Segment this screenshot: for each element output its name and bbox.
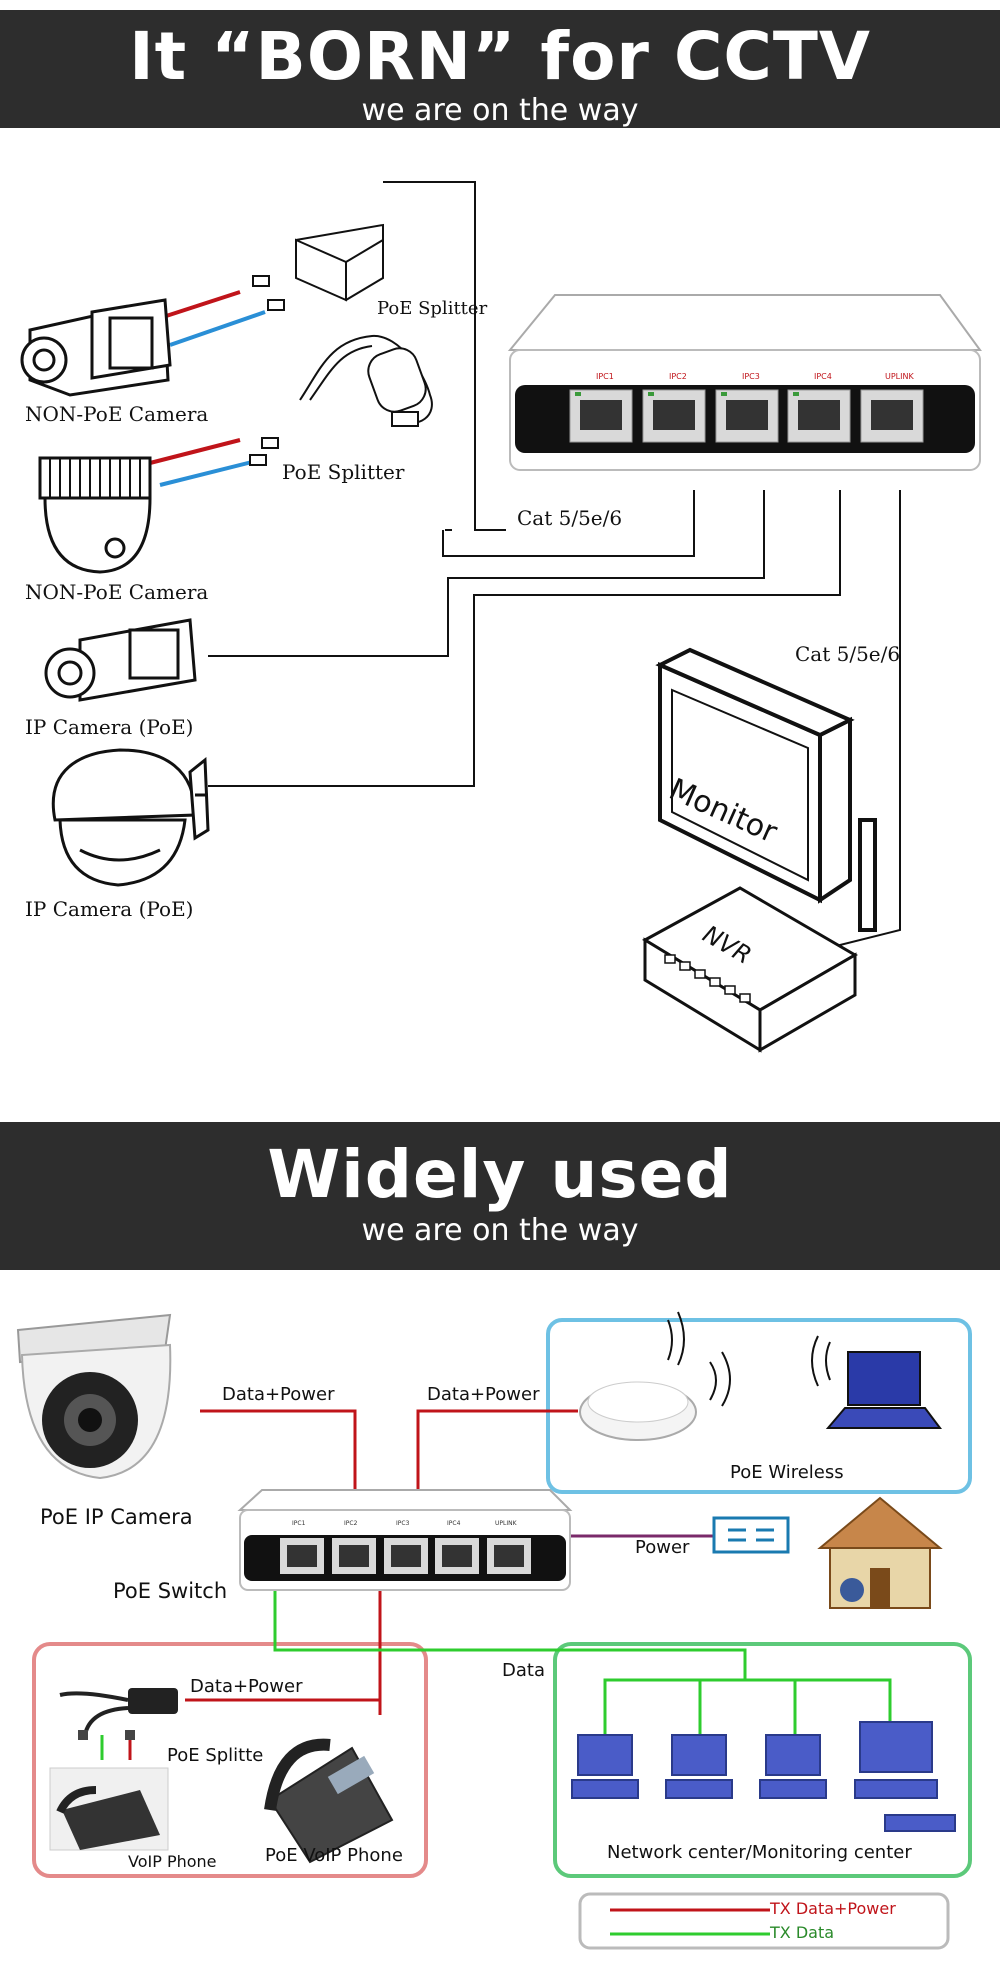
house-device	[817, 1496, 943, 1609]
poe-wireless-label: PoE Wireless	[730, 1462, 844, 1483]
switch-port-labels-bottom: IPC1 IPC2 IPC3 IPC4 UPLINK	[280, 1520, 540, 1532]
poe-switch-top-device	[507, 294, 982, 471]
cable-label-2: Cat 5/5e/6	[795, 642, 901, 666]
port-label: IPC4	[447, 1520, 461, 1527]
ip-camera-2-device	[51, 748, 210, 887]
voip-splitter-device	[59, 1688, 178, 1740]
legend-box	[578, 1892, 950, 1950]
port-label: IPC1	[292, 1520, 306, 1527]
poe-voip-phone-label: PoE VoIP Phone	[265, 1845, 403, 1866]
ip-camera-label-2: IP Camera (PoE)	[25, 897, 194, 921]
power-adapter-icon	[712, 1516, 790, 1554]
non-poe-camera-2-device	[38, 456, 152, 574]
ip-camera-label-1: IP Camera (PoE)	[25, 715, 194, 739]
access-point-device	[579, 1311, 731, 1441]
monitor-device	[655, 647, 877, 932]
network-box	[553, 1642, 972, 1878]
port-label: IPC4	[814, 372, 832, 381]
data-power-label-3: Data+Power	[190, 1676, 303, 1697]
port-label: UPLINK	[885, 372, 914, 381]
port-label: UPLINK	[495, 1520, 517, 1527]
banner-title: It “BORN” for CCTV	[129, 18, 871, 95]
cable-label-1: Cat 5/5e/6	[517, 506, 623, 530]
nvr-device	[642, 886, 858, 1053]
legend-red-label: TX Data+Power	[770, 1899, 896, 1918]
non-poe-camera-1-device	[20, 298, 172, 397]
poe-splitter-1-device	[252, 223, 384, 311]
port-label: IPC3	[742, 372, 760, 381]
data-power-label-2: Data+Power	[427, 1384, 540, 1405]
non-poe-camera-label-1: NON-PoE Camera	[25, 402, 209, 426]
port-label: IPC2	[344, 1520, 358, 1527]
poe-ip-camera-device	[16, 1313, 172, 1480]
voip-phone-device	[49, 1767, 169, 1851]
computer-devices	[571, 1721, 956, 1832]
switch-port-labels-top: IPC1 IPC2 IPC3 IPC4 UPLINK	[570, 372, 930, 386]
port-label: IPC2	[669, 372, 687, 381]
poe-splitter-2-device	[249, 334, 433, 466]
bottom-banner: Widely used we are on the way	[0, 1122, 1000, 1270]
non-poe-camera-label-2: NON-PoE Camera	[25, 580, 209, 604]
network-center-label: Network center/Monitoring center	[607, 1842, 912, 1863]
banner2-subtitle: we are on the way	[361, 1213, 639, 1248]
legend-green-label: TX Data	[770, 1923, 835, 1942]
poe-ip-camera-label: PoE IP Camera	[40, 1505, 193, 1529]
poe-switch-bottom-device	[237, 1489, 573, 1591]
poe-splitter-label-2: PoE Splitter	[282, 460, 405, 484]
poe-switch-label: PoE Switch	[113, 1579, 228, 1603]
power-label: Power	[635, 1537, 690, 1558]
phone-box	[32, 1642, 428, 1878]
top-banner: It “BORN” for CCTV we are on the way ​	[0, 10, 1000, 128]
banner-subtitle: we are on the way	[361, 93, 639, 128]
banner2-title: Widely used	[267, 1136, 733, 1213]
data-power-label-1: Data+Power	[222, 1384, 335, 1405]
port-label: IPC1	[596, 372, 614, 381]
port-label: IPC3	[396, 1520, 410, 1527]
poe-voip-phone-device	[264, 1738, 394, 1864]
laptop-device	[811, 1335, 942, 1429]
voip-phone-label: VoIP Phone	[128, 1852, 217, 1871]
ip-camera-1-device	[44, 618, 197, 702]
wireless-box	[546, 1318, 972, 1494]
data-label: Data	[502, 1660, 545, 1681]
poe-splitter-label: PoE Splitte	[167, 1745, 264, 1766]
poe-splitter-label-1: PoE Splitter	[377, 298, 488, 319]
